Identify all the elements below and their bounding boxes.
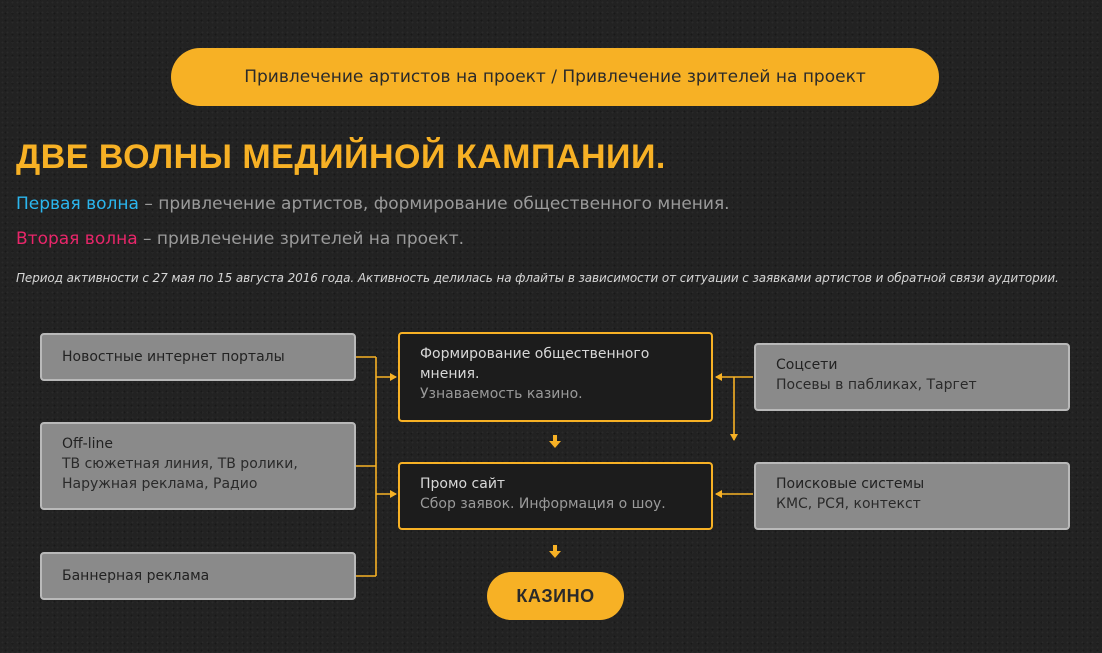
box-news-portals: Новостные интернет порталы <box>40 333 356 381</box>
box-search-title: Поисковые системы <box>776 476 925 492</box>
box-offline-sub: ТВ сюжетная линия, ТВ ролики, Наружная р… <box>62 456 298 492</box>
header-pill: Привлечение артистов на проект / Привлеч… <box>171 48 939 106</box>
down-arrow-1-stem <box>553 435 557 442</box>
casino-pill: КАЗИНО <box>487 572 624 620</box>
second-wave-line: Вторая волна – привлечение зрителей на п… <box>16 229 464 249</box>
box-promo-site-sub: Сбор заявок. Информация о шоу. <box>420 496 666 512</box>
down-arrow-2-stem <box>553 545 557 552</box>
box-public-opinion: Формирование общественного мнения. Узнав… <box>398 332 713 422</box>
down-arrow-1-head <box>549 441 561 448</box>
box-promo-site-title: Промо сайт <box>420 476 506 492</box>
box-banner: Баннерная реклама <box>40 552 356 600</box>
box-public-opinion-title: Формирование общественного мнения. <box>420 346 650 382</box>
box-social-sub: Посевы в пабликах, Таргет <box>776 377 977 393</box>
box-promo-site: Промо сайт Сбор заявок. Информация о шоу… <box>398 462 713 530</box>
first-wave-line: Первая волна – привлечение артистов, фор… <box>16 194 730 214</box>
second-wave-text: – привлечение зрителей на проект. <box>137 229 465 249</box>
box-social-title: Соцсети <box>776 357 838 373</box>
box-public-opinion-sub: Узнаваемость казино. <box>420 386 583 402</box>
page-title: ДВЕ ВОЛНЫ МЕДИЙНОЙ КАМПАНИИ. <box>16 138 666 176</box>
first-wave-text: – привлечение артистов, формирование общ… <box>138 194 730 214</box>
second-wave-label: Вторая волна <box>16 229 138 249</box>
box-social: Соцсети Посевы в пабликах, Таргет <box>754 343 1070 411</box>
box-search-sub: КМС, РСЯ, контекст <box>776 496 921 512</box>
box-banner-title: Баннерная реклама <box>62 568 210 584</box>
first-wave-label: Первая волна <box>16 194 139 214</box>
down-arrow-2-head <box>549 551 561 558</box>
box-search: Поисковые системы КМС, РСЯ, контекст <box>754 462 1070 530</box>
activity-note: Период активности с 27 мая по 15 августа… <box>16 271 1059 285</box>
box-news-portals-title: Новостные интернет порталы <box>62 349 285 365</box>
box-offline: Off-line ТВ сюжетная линия, ТВ ролики, Н… <box>40 422 356 510</box>
box-offline-title: Off-line <box>62 436 113 452</box>
